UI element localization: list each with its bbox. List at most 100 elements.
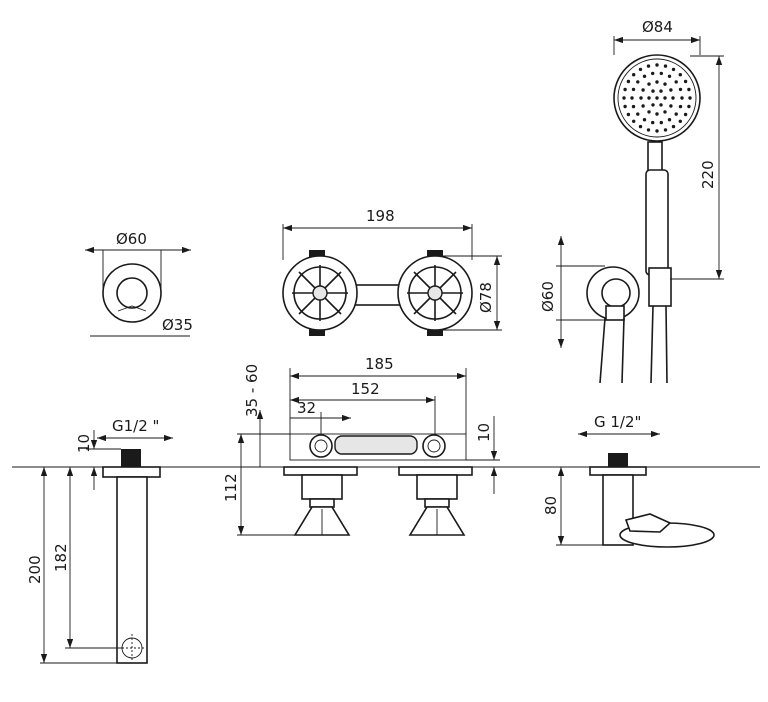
nozzle-dot xyxy=(678,73,682,77)
mixer-top-height-dim: 10 xyxy=(475,423,493,442)
holder-thread xyxy=(608,453,628,467)
spout-tube xyxy=(116,476,148,664)
nozzle-dot xyxy=(663,128,668,132)
hand-shower-view: Ø84 220 Ø60 xyxy=(539,18,724,384)
handles-span-dim: 198 xyxy=(366,207,395,225)
nozzle-dot xyxy=(626,79,631,84)
nozzle-dot xyxy=(642,74,647,79)
nozzle-dot xyxy=(647,82,651,86)
nozzle-dot xyxy=(663,110,667,114)
nozzle-dot xyxy=(655,63,659,67)
nozzle-dot xyxy=(636,80,640,84)
mixer-connector xyxy=(334,435,418,455)
flange-outer-dim: Ø60 xyxy=(116,230,147,248)
nozzle-dot xyxy=(655,80,659,84)
body-length-dim: 185 xyxy=(365,355,394,373)
nozzle-dot xyxy=(622,96,626,100)
flange-view: Ø60 Ø35 xyxy=(85,230,193,337)
holder-80-dim: 80 xyxy=(542,496,560,515)
nozzle-dot xyxy=(642,118,647,122)
flange-inner-dim: Ø35 xyxy=(162,316,193,334)
nozzle-dot xyxy=(630,96,634,100)
offset-left-dim: 32 xyxy=(297,399,316,417)
nozzle-dot xyxy=(655,96,659,100)
nozzle-dot xyxy=(674,112,678,116)
nozzle-dot xyxy=(687,104,691,109)
nozzle-dot xyxy=(678,87,683,92)
nozzle-dot xyxy=(659,89,663,93)
nozzle-dot xyxy=(631,87,636,92)
nozzle-dot xyxy=(651,71,655,76)
holder-thread-dim: G 1/2" xyxy=(594,413,641,431)
nozzle-dot xyxy=(646,64,651,68)
nozzle-dot xyxy=(663,82,667,86)
nozzle-dot xyxy=(655,112,659,116)
nozzle-dot xyxy=(638,67,643,72)
nozzle-dot xyxy=(632,119,636,124)
spout-flange xyxy=(102,466,161,478)
nozzle-dot xyxy=(647,110,651,114)
nozzle-dot xyxy=(632,73,636,77)
nozzle-dot xyxy=(680,96,684,100)
nozzle-dot xyxy=(663,96,667,100)
nozzle-dot xyxy=(647,96,651,100)
nozzle-dot xyxy=(669,88,673,92)
nozzle-dot xyxy=(667,118,672,122)
connection-spacing-dim: 152 xyxy=(351,380,380,398)
nozzle-dot xyxy=(641,88,645,92)
nozzle-dot xyxy=(674,80,678,84)
nozzle-dot xyxy=(671,67,676,72)
mixer-body-outline xyxy=(289,433,467,461)
nozzle-dot xyxy=(678,119,682,124)
right-valve-body xyxy=(416,474,458,500)
nozzle-dot xyxy=(667,74,672,79)
nozzle-dot xyxy=(663,64,668,68)
nozzle-dot xyxy=(671,124,676,129)
spout-200-dim: 200 xyxy=(26,555,44,584)
nozzle-dot xyxy=(671,96,675,100)
nozzle-dot xyxy=(651,120,655,125)
nozzle-dot xyxy=(646,128,651,132)
nozzle-dot xyxy=(659,71,663,76)
nozzle-dot xyxy=(683,112,688,117)
holder-side-view: G 1/2" 80 xyxy=(542,413,715,548)
nozzle-dot xyxy=(659,120,663,125)
shower-head-dim: Ø84 xyxy=(642,18,673,36)
handles-top-view: 198 Ø78 xyxy=(282,207,502,336)
left-valve-body xyxy=(301,474,343,500)
nozzle-dot xyxy=(626,112,631,117)
spout-top-height-dim: 10 xyxy=(75,434,93,453)
flange-notch xyxy=(117,305,147,312)
spout-thread-dim: G1/2 " xyxy=(112,417,159,435)
spout-side-view: G1/2 " 10 182 200 xyxy=(26,417,173,664)
deck-range-dim: 35 - 60 xyxy=(243,364,261,417)
nozzle-dot xyxy=(687,87,691,92)
nozzle-dot xyxy=(641,104,645,108)
nozzle-dot xyxy=(683,79,688,84)
nozzle-dot xyxy=(639,96,643,100)
nozzle-dot xyxy=(651,103,655,107)
flange-inner-circle xyxy=(116,277,148,309)
nozzle-dot xyxy=(651,89,655,93)
spout-182-dim: 182 xyxy=(52,543,70,572)
mixer-side-view: 185 152 32 35 - 60 112 10 xyxy=(222,355,500,536)
mixer-112-dim: 112 xyxy=(222,473,240,502)
handle-diameter-dim: Ø78 xyxy=(477,282,495,313)
nozzle-dot xyxy=(669,104,673,108)
nozzle-dot xyxy=(678,104,683,109)
nozzle-dot xyxy=(631,104,636,109)
nozzle-dot xyxy=(659,103,663,107)
nozzle-dot xyxy=(623,104,627,109)
nozzle-dot xyxy=(638,124,643,129)
nozzle-dot xyxy=(655,129,659,133)
nozzle-dot xyxy=(688,96,692,100)
shower-handle xyxy=(645,169,669,276)
holder-diameter-dim: Ø60 xyxy=(539,281,557,312)
nozzle-dot xyxy=(636,112,640,116)
shower-height-dim: 220 xyxy=(699,160,717,189)
spout-thread xyxy=(121,449,141,467)
shower-nozzles xyxy=(622,63,692,133)
nozzle-dot xyxy=(623,87,627,92)
